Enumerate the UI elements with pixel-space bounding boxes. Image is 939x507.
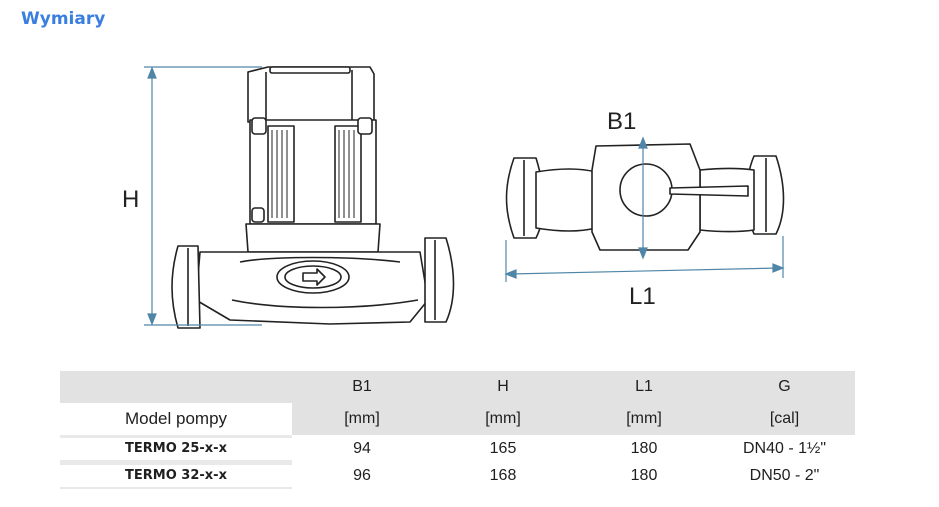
l1-label: L1 xyxy=(629,283,656,310)
header-cell-g: G xyxy=(714,371,855,403)
h-dimension-line xyxy=(144,66,262,326)
unit-cell: [cal] xyxy=(714,403,855,435)
h-label: H xyxy=(122,186,140,213)
dimensions-table: B1 H L1 G Model pompy [mm] [mm] [mm] [ca… xyxy=(60,371,855,489)
table-cell: DN40 - 1½" xyxy=(742,439,827,457)
unit-cell: [mm] xyxy=(574,403,714,435)
header-cell-b1: B1 xyxy=(292,371,432,403)
b1-label: B1 xyxy=(607,108,637,135)
table-cell: 165 xyxy=(489,439,517,457)
model-name-cell: TERMO 25-x-x xyxy=(60,435,292,462)
table-cell: DN50 - 2" xyxy=(749,466,820,484)
table-cell: 180 xyxy=(630,439,658,457)
model-name: TERMO 32-x-x xyxy=(60,464,292,487)
table-cell: 96 xyxy=(353,466,371,484)
unit-cell: [mm] xyxy=(432,403,574,435)
l1-dimension-line xyxy=(504,236,785,282)
model-name: TERMO 25-x-x xyxy=(60,437,292,460)
table-cell: 180 xyxy=(630,466,658,484)
table-header-row: B1 H L1 G xyxy=(60,371,855,403)
pump-top-view xyxy=(505,143,785,251)
header-cell-h: H xyxy=(432,371,574,403)
header-cell-l1: L1 xyxy=(574,371,714,403)
table-row: TERMO 32-x-x 96 168 180 DN50 - 2" xyxy=(60,462,855,489)
pump-technical-drawing xyxy=(144,66,785,329)
table-cell: 94 xyxy=(353,439,371,457)
b1-dimension-line xyxy=(638,136,648,260)
model-header-cell: Model pompy xyxy=(60,403,292,435)
table-units-row: Model pompy [mm] [mm] [mm] [cal] xyxy=(60,403,855,435)
section-title: Wymiary xyxy=(21,9,106,29)
model-name-cell: TERMO 32-x-x xyxy=(60,462,292,489)
table-cell: 168 xyxy=(489,466,517,484)
unit-cell: [mm] xyxy=(292,403,432,435)
table-row: TERMO 25-x-x 94 165 180 DN40 - 1½" xyxy=(60,435,855,462)
pump-side-view xyxy=(171,66,455,329)
header-cell xyxy=(60,371,292,403)
